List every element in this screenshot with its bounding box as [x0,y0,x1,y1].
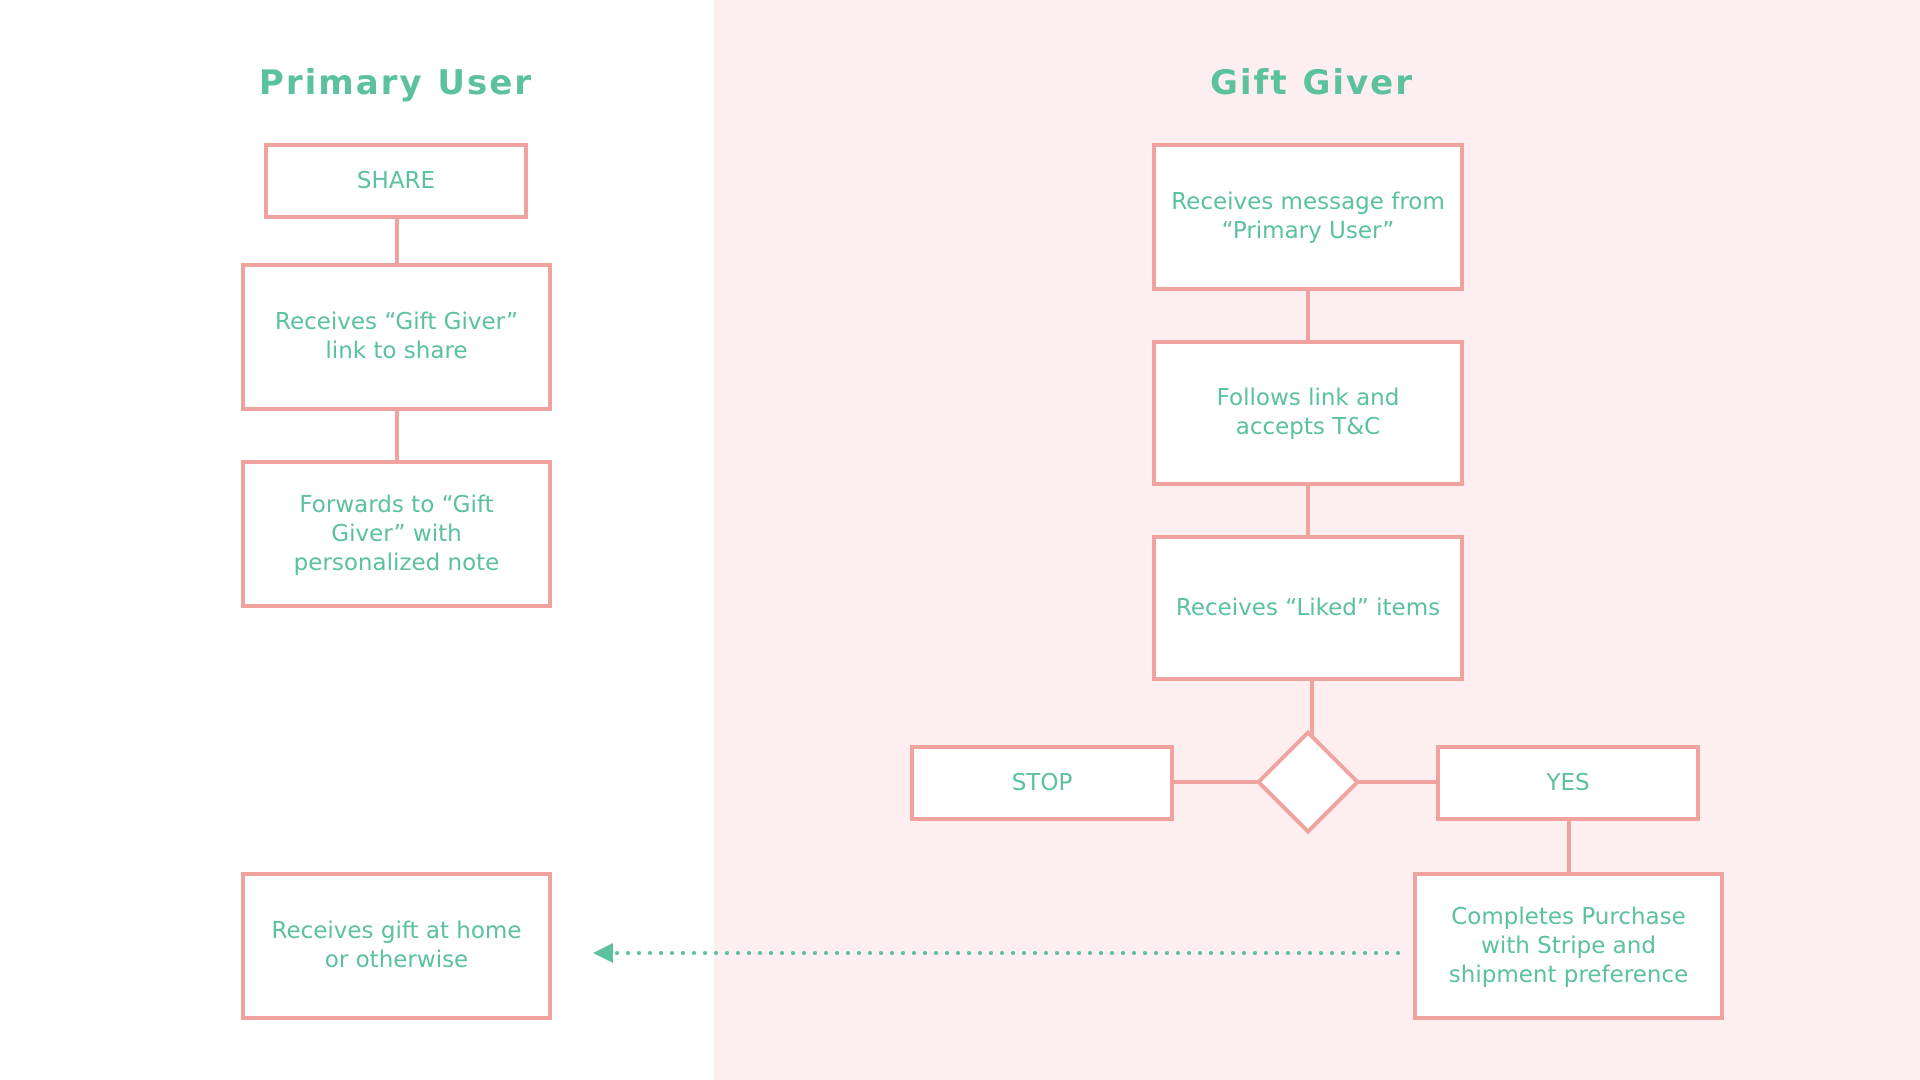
connector-receives-link-to-forwards [395,409,399,464]
connector-decision-to-stop [1172,780,1260,784]
receives-message-step-label: Receives message from “Primary User” [1171,189,1445,244]
connector-share-to-receives-link [395,217,399,267]
receives-liked-step: Receives “Liked” items [1152,535,1464,681]
receives-liked-step-label: Receives “Liked” items [1175,594,1441,621]
dotted-arrow [593,943,1405,963]
connector-yes-to-purchase [1567,818,1571,876]
stop-step: STOP [910,745,1174,821]
connector-liked-to-decision [1310,678,1314,738]
yes-step-label: YES [1546,769,1590,796]
receives-gift-step: Receives gift at home or otherwise [241,872,552,1020]
connector-message-to-follows [1306,288,1310,343]
gift-giver-heading: Gift Giver [1210,63,1414,103]
follows-link-step: Follows link and accepts T&C [1152,340,1464,486]
follows-link-step-label: Follows link and accepts T&C [1216,385,1400,440]
connector-follows-to-liked [1306,483,1310,538]
receives-gift-step-label: Receives gift at home or otherwise [271,918,522,973]
completes-purchase-step-label: Completes Purchase with Stripe and shipm… [1448,903,1689,988]
connector-decision-to-yes [1356,780,1444,784]
primary-user-heading: Primary User [258,63,534,103]
yes-step: YES [1436,745,1700,821]
receives-link-step-label: Receives “Gift Giver” link to share [275,309,518,364]
share-step: SHARE [264,143,528,219]
stop-step-label: STOP [1011,769,1073,796]
receives-message-step: Receives message from “Primary User” [1152,143,1464,291]
receives-link-step: Receives “Gift Giver” link to share [241,263,552,411]
forwards-step: Forwards to “Gift Giver” with personaliz… [241,460,552,608]
share-step-label: SHARE [356,167,436,194]
forwards-step-label: Forwards to “Gift Giver” with personaliz… [293,491,500,576]
completes-purchase-step: Completes Purchase with Stripe and shipm… [1413,872,1724,1020]
arrow-head-icon [593,943,613,963]
